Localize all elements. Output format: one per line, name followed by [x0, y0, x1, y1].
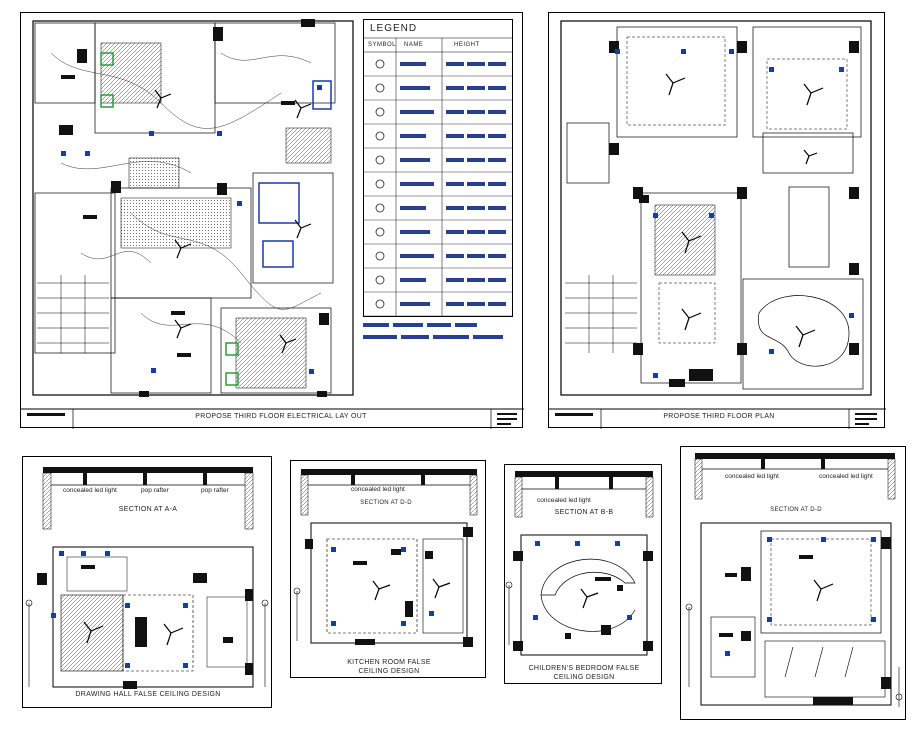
childrens-bedroom-sheet: concealed led light SECTION AT B-B CHILD… — [504, 464, 662, 684]
drawing-hall-title: DRAWING HALL FALSE CEILING DESIGN — [75, 691, 221, 698]
legend-height-block — [488, 302, 506, 306]
legend-height-block — [488, 206, 506, 210]
legend-col-height: HEIGHT — [454, 42, 480, 48]
electrical-layout-drawing — [21, 19, 524, 429]
legend-height-block — [467, 230, 485, 234]
legend-height-block — [446, 158, 464, 162]
kitchen-note-1: concealed led light — [351, 486, 405, 493]
drawing-hall-note-2: pop rafter — [141, 487, 169, 494]
legend-title: LEGEND — [370, 23, 418, 34]
legend-height-block — [446, 182, 464, 186]
drawing-hall-note-3: pop rafter — [201, 487, 229, 494]
legend-name-block — [400, 182, 434, 186]
kitchen-title-line1: KITCHEN ROOM FALSE — [347, 659, 431, 666]
drawing-hall-drawing — [25, 467, 269, 689]
legend-height-block — [446, 110, 464, 114]
legend-height-block — [467, 278, 485, 282]
legend-height-block — [467, 302, 485, 306]
legend-height-block — [488, 158, 506, 162]
childrens-note-1: concealed led light — [537, 497, 591, 504]
legend-symbol-icon — [375, 83, 385, 93]
legend-name-block — [400, 134, 426, 138]
legend-symbol-icon — [375, 227, 385, 237]
childrens-bedroom-drawing — [505, 471, 654, 656]
kitchen-title-line2: CEILING DESIGN — [358, 668, 420, 675]
legend-height-block — [488, 134, 506, 138]
legend-height-block — [488, 230, 506, 234]
legend-height-block — [446, 134, 464, 138]
legend-height-block — [446, 206, 464, 210]
legend-height-block — [467, 254, 485, 258]
bedroom-dd-section-label: SECTION AT D-D — [770, 507, 822, 513]
legend-height-block — [467, 206, 485, 210]
childrens-title-line1: CHILDREN'S BEDROOM FALSE — [528, 665, 640, 672]
legend-symbol-icon — [375, 59, 385, 69]
legend-height-block — [467, 182, 485, 186]
legend-height-block — [446, 230, 464, 234]
legend-name-block — [400, 254, 434, 258]
legend-name-block — [400, 302, 430, 306]
legend-symbol-icon — [375, 275, 385, 285]
kitchen-drawing — [293, 469, 478, 647]
bedroom-dd-note-2: concealed led light — [819, 473, 873, 480]
legend-height-block — [488, 182, 506, 186]
legend-symbol-icon — [375, 131, 385, 141]
legend-symbol-icon — [375, 203, 385, 213]
legend-height-block — [446, 254, 464, 258]
legend-height-block — [467, 110, 485, 114]
floor-plan-title: PROPOSE THIRD FLOOR PLAN — [663, 413, 775, 420]
legend-height-block — [467, 134, 485, 138]
kitchen-sheet: concealed led light SECTION AT D-D KITCH… — [290, 460, 486, 678]
floor-plan-drawing — [549, 20, 886, 429]
legend-height-block — [488, 62, 506, 66]
legend-rows — [364, 37, 512, 316]
legend-name-block — [400, 110, 434, 114]
legend-name-block — [400, 86, 430, 90]
childrens-title-line2: CEILING DESIGN — [553, 674, 615, 681]
drawing-hall-sheet: concealed led light pop rafter pop rafte… — [22, 456, 272, 708]
legend-name-block — [400, 158, 430, 162]
childrens-section-label: SECTION AT B-B — [554, 509, 614, 516]
floor-plan-sheet: PROPOSE THIRD FLOOR PLAN — [548, 12, 886, 429]
legend-symbol-icon — [375, 251, 385, 261]
legend-symbol-icon — [375, 179, 385, 189]
drawing-hall-section-label: SECTION AT A-A — [118, 506, 178, 513]
legend-height-block — [467, 158, 485, 162]
electrical-layout-title: PROPOSE THIRD FLOOR ELECTRICAL LAY OUT — [195, 413, 367, 420]
legend-height-block — [467, 62, 485, 66]
legend-symbol-icon — [375, 155, 385, 165]
bedroom-dd-drawing — [685, 453, 903, 707]
legend-name-block — [400, 62, 426, 66]
legend-box: LEGEND SYMBOL NAME HEIGHT — [363, 19, 513, 317]
legend-height-block — [467, 86, 485, 90]
drawing-hall-note-1: concealed led light — [63, 487, 117, 494]
legend-height-block — [488, 278, 506, 282]
legend-height-block — [446, 86, 464, 90]
legend-name-block — [400, 230, 430, 234]
legend-height-block — [488, 110, 506, 114]
legend-symbol-icon — [375, 107, 385, 117]
legend-col-symbol: SYMBOL — [368, 42, 397, 48]
legend-height-block — [446, 302, 464, 306]
legend-height-block — [488, 254, 506, 258]
bedroom-dd-sheet: concealed led light concealed led light … — [680, 446, 906, 720]
kitchen-section-label: SECTION AT D-D — [360, 500, 412, 506]
bedroom-dd-note-1: concealed led light — [725, 473, 779, 480]
electrical-layout-sheet: LEGEND SYMBOL NAME HEIGHT PROPOSE THIRD … — [20, 12, 524, 429]
legend-height-block — [446, 62, 464, 66]
legend-col-name: NAME — [404, 42, 424, 48]
legend-name-block — [400, 278, 426, 282]
legend-height-block — [446, 278, 464, 282]
legend-name-block — [400, 206, 426, 210]
legend-symbol-icon — [375, 299, 385, 309]
legend-height-block — [488, 86, 506, 90]
